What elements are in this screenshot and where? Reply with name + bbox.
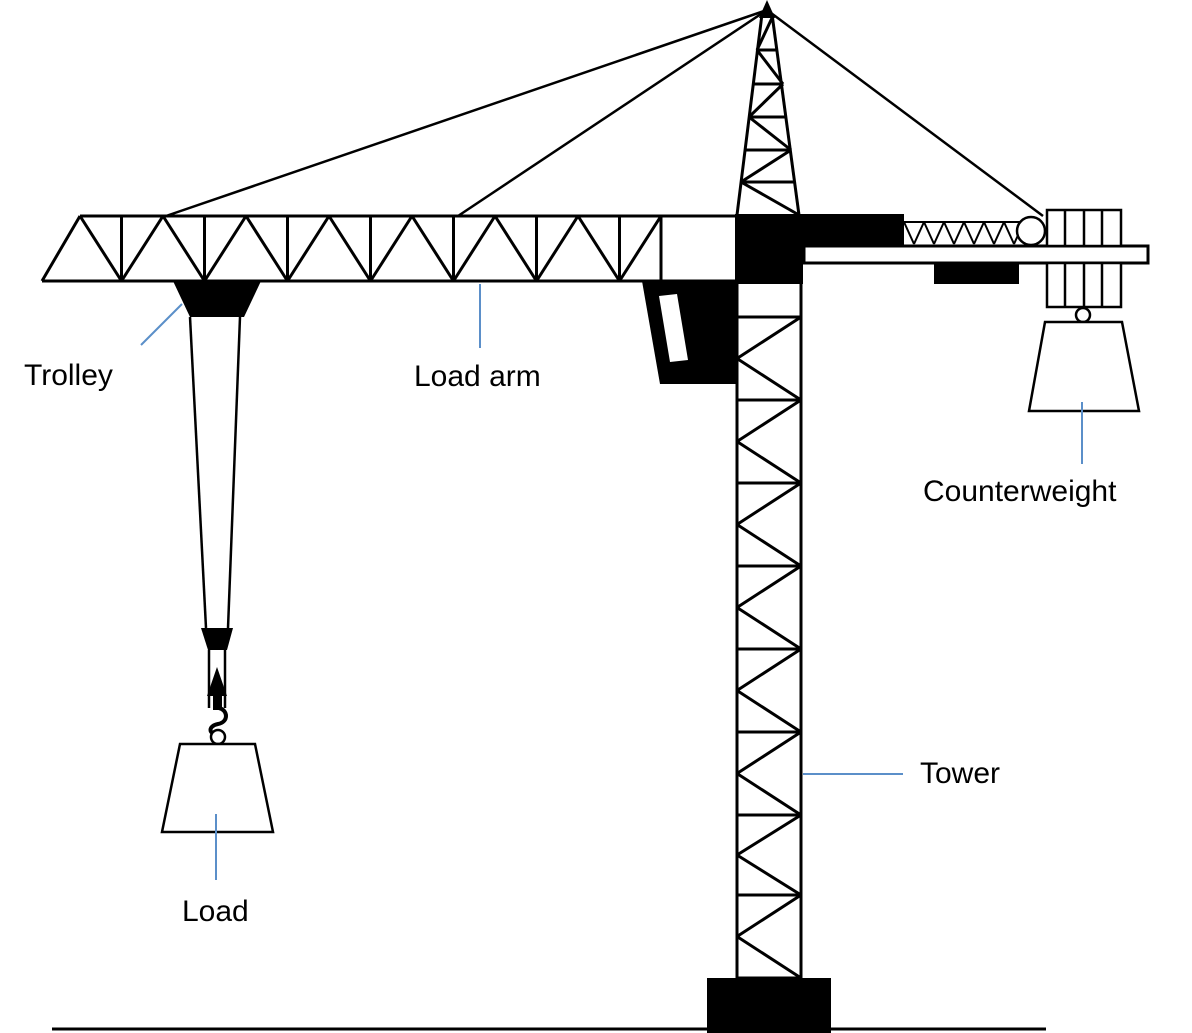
load-arm (40, 214, 737, 283)
slewing-unit (735, 214, 803, 284)
counterweight-block (1027, 320, 1141, 413)
counter-jib-brace (903, 221, 915, 245)
hoist-cables (188, 316, 242, 629)
tower-brace (736, 935, 802, 980)
tower-brace (736, 853, 802, 897)
jib-brace (78, 215, 123, 282)
label-load: Load (182, 895, 249, 928)
jib-brace (327, 215, 372, 282)
tower-brace (736, 893, 802, 938)
tower-brace (736, 315, 802, 360)
pendant-cables (165, 8, 1044, 218)
counter-jib-brace (913, 221, 925, 245)
counterweight-ring (1074, 306, 1092, 324)
jib-brace (452, 215, 497, 282)
label-counterweight: Counterweight (923, 475, 1117, 508)
leader-lines (140, 284, 1083, 880)
jib-brace (120, 215, 165, 282)
tower-brace (736, 730, 802, 775)
counter-jib-brace (963, 221, 975, 245)
trolley (173, 281, 261, 317)
jib-brace (493, 215, 538, 282)
operator-cab (642, 281, 737, 384)
jib-brace (576, 215, 621, 282)
tower-brace (736, 813, 802, 857)
counter-jib-machinery (934, 263, 1019, 284)
jib-brace (618, 215, 663, 282)
tower-brace (736, 772, 802, 817)
counter-jib-brace (943, 221, 955, 245)
jib-brace (369, 215, 414, 282)
tower-brace (736, 523, 802, 568)
hook-assembly (207, 650, 227, 708)
hook-shank (213, 690, 222, 710)
hook-block (201, 628, 233, 650)
counterweight-stack (1045, 208, 1123, 309)
counter-jib-top-block (800, 214, 904, 245)
hook-arrow (207, 667, 227, 696)
counter-jib-brace (923, 221, 935, 245)
label-trolley: Trolley (24, 359, 113, 392)
tower-brace (736, 440, 802, 485)
trolley-leader (140, 303, 183, 346)
hoist-drum (1015, 215, 1047, 247)
tower (735, 282, 803, 980)
tower-brace (736, 398, 802, 443)
jib-brace (161, 215, 206, 282)
load-ring (209, 728, 227, 746)
jib-brace (535, 215, 580, 282)
tower-base (707, 978, 831, 1033)
cab-window (659, 294, 688, 362)
label-tower: Tower (920, 757, 1000, 790)
counter-jib-brace (1003, 221, 1015, 245)
counter-jib-brace (953, 221, 965, 245)
tower-brace (736, 481, 802, 526)
counter-jib-brace (973, 221, 985, 245)
load-block (160, 742, 275, 834)
apex-mast (735, 13, 801, 217)
label-load-arm: Load arm (414, 360, 541, 393)
counter-jib-brace (983, 221, 995, 245)
tower-brace (736, 564, 802, 609)
tower-brace (736, 689, 802, 734)
counter-jib (802, 244, 1150, 265)
tower-brace (736, 647, 802, 692)
jib-brace (203, 215, 248, 282)
jib-brace (244, 215, 289, 282)
jib-brace (286, 215, 331, 282)
tower-brace (736, 357, 802, 402)
tower-brace (736, 606, 802, 651)
counter-jib-brace (933, 221, 945, 245)
jib-brace (410, 215, 455, 282)
counter-jib-brace (993, 221, 1005, 245)
